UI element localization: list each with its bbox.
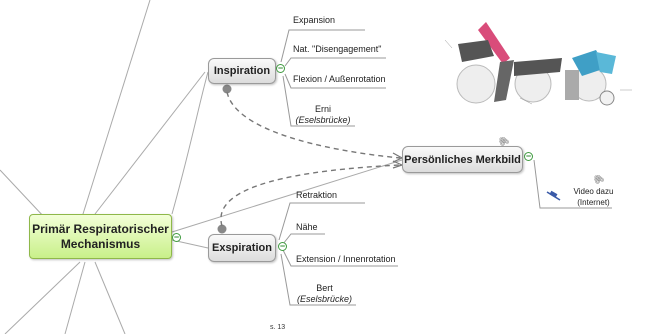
insp-leaf-line-4: [282, 75, 355, 127]
inspiration-leaf-1: Expansion: [293, 15, 336, 25]
branch-left-top: [0, 169, 46, 219]
video-link-icon[interactable]: [546, 190, 561, 201]
expiration-mnemonic: Bert (Eselsbrücke): [293, 283, 356, 305]
inspiration-mnemonic-note: (Eselsbrücke): [295, 115, 351, 125]
exp-leaf-line-4: [280, 253, 356, 306]
anatomy-illustration: [444, 22, 632, 106]
merkbild-node[interactable]: Persönliches Merkbild: [402, 146, 523, 173]
expiration-mnemonic-note: (Eselsbrücke): [296, 294, 352, 304]
expiration-collapse-toggle[interactable]: −: [278, 241, 287, 251]
expiration-node[interactable]: Exspiration: [208, 234, 276, 262]
expiration-leaf-2: Nähe: [296, 222, 318, 232]
video-link-line2: (Internet): [577, 198, 610, 207]
inspiration-mnemonic: Erni (Eselsbrücke): [292, 104, 354, 126]
insp-leaf-line-1: [280, 29, 365, 63]
branch-top-long: [94, 71, 206, 215]
relation-anchor-expiration: [217, 224, 227, 234]
relation-anchor-inspiration: [222, 84, 232, 94]
inspiration-mnemonic-name: Erni: [314, 104, 331, 114]
root-label-line2: Mechanismus: [60, 236, 141, 251]
page-number: s. 13: [270, 324, 286, 331]
branch-bottom-2: [94, 261, 126, 334]
branch-bottom-3: [4, 261, 81, 334]
inspiration-leaf-3: Flexion / Außenrotation: [293, 74, 386, 84]
branch-top-long-2: [82, 0, 151, 215]
merkbild-collapse-toggle[interactable]: −: [524, 151, 533, 161]
video-link-line1: Video dazu: [573, 187, 614, 196]
insp-leaf-line-2: [284, 57, 386, 67]
exp-leaf-line-2: [282, 233, 325, 245]
expiration-mnemonic-name: Bert: [316, 283, 333, 293]
insp-leaf-line-3: [284, 73, 386, 89]
inspiration-leaf-2: Nat. "Disengagement": [293, 44, 382, 54]
root-label-line1: Primär Respiratorischer: [32, 221, 169, 236]
inspiration-node[interactable]: Inspiration: [208, 58, 276, 84]
root-to-inspiration: [171, 71, 209, 215]
root-collapse-toggle[interactable]: −: [172, 232, 181, 242]
relation-inspiration-merkbild: [226, 91, 401, 159]
expiration-leaf-1: Retraktion: [296, 190, 338, 200]
inspiration-collapse-toggle[interactable]: −: [276, 63, 285, 73]
video-link[interactable]: Video dazu (Internet): [571, 186, 616, 208]
root-to-merkbild: [171, 159, 403, 233]
branch-bottom-1: [64, 261, 86, 334]
merkbild-to-video-line: [533, 159, 612, 209]
exp-leaf-line-1: [278, 202, 365, 241]
exp-leaf-line-3: [282, 249, 398, 267]
root-node[interactable]: Primär Respiratorischer Mechanismus: [29, 214, 172, 259]
expiration-leaf-3: Extension / Innenrotation: [296, 254, 396, 264]
